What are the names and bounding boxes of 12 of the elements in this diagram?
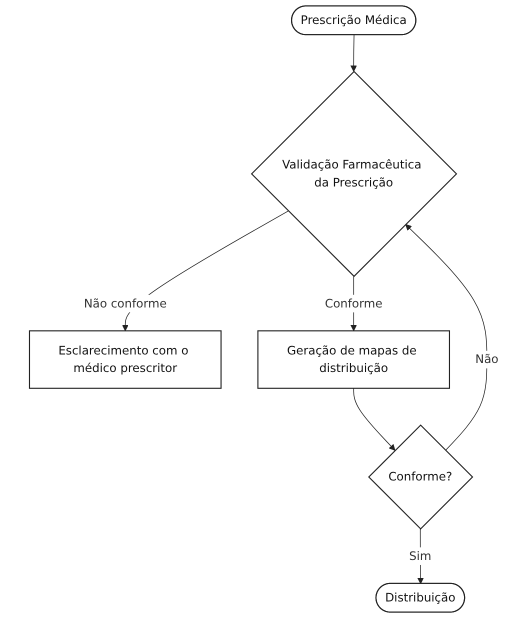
arrow xyxy=(405,224,488,451)
node-diamond: Conforme? xyxy=(368,424,474,530)
arrow xyxy=(350,34,357,72)
arrow xyxy=(417,528,424,584)
node-box: Geração de mapas de distribuição xyxy=(257,330,450,389)
arrow xyxy=(353,388,396,451)
node-box: Esclarecimento com o médico prescritor xyxy=(28,330,222,389)
node-diamond: Validação Farmacêutica da Prescrição xyxy=(250,70,458,278)
edge-label: Não xyxy=(475,352,499,366)
edge-label: Não conforme xyxy=(84,296,167,310)
edge-label: Conforme xyxy=(324,296,383,310)
edge-label: Sim xyxy=(409,548,432,563)
